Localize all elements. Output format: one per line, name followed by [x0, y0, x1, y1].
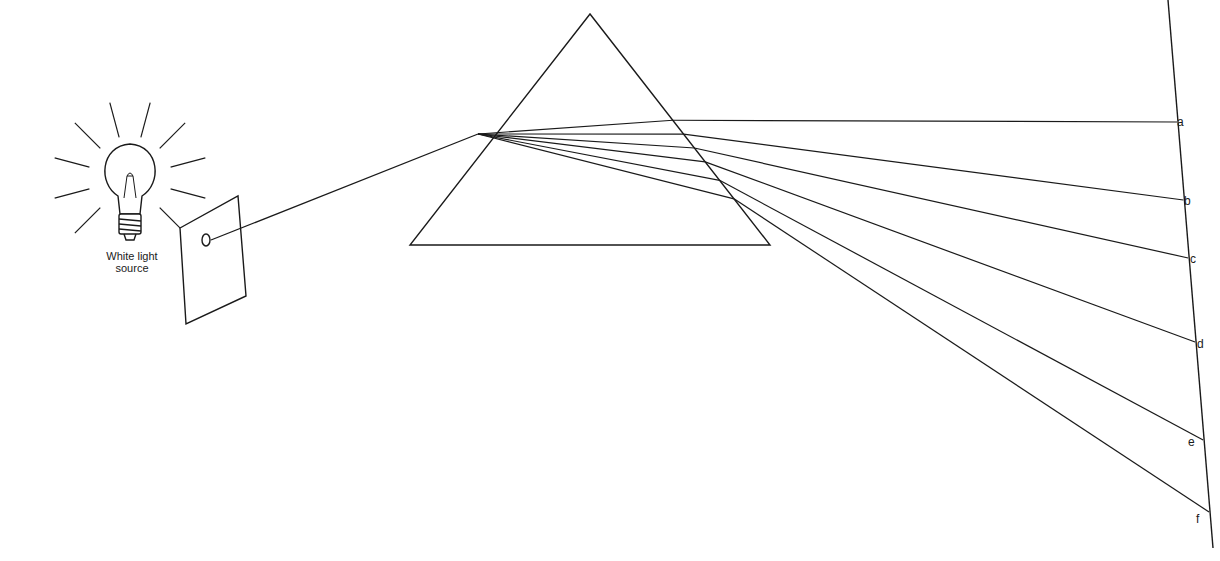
ray-line — [478, 120, 673, 134]
ray-line — [478, 134, 734, 199]
screen-label: c — [1190, 253, 1204, 266]
prism — [410, 14, 770, 245]
spectrum-rays — [478, 120, 1209, 512]
slit-card — [180, 196, 246, 324]
ray-line — [734, 199, 1209, 512]
screen — [1168, 0, 1213, 548]
ray-line — [75, 123, 100, 148]
ray-line — [141, 103, 150, 138]
screen-label: b — [1184, 195, 1198, 208]
ray-line — [171, 189, 206, 198]
ray-line — [478, 134, 720, 180]
light-bulb — [105, 144, 155, 240]
ray-line — [110, 103, 119, 138]
ray-line — [684, 134, 1184, 200]
light-rays — [55, 103, 206, 233]
ray-line — [55, 158, 90, 167]
ray-line — [75, 208, 100, 233]
screen-label: d — [1197, 338, 1211, 351]
screen-label: e — [1188, 436, 1202, 449]
ray-line — [705, 162, 1195, 342]
ray-line — [160, 123, 185, 148]
screen-label: a — [1177, 116, 1191, 129]
ray-line — [478, 133, 684, 134]
ray-line — [171, 158, 206, 167]
ray-line — [694, 148, 1188, 258]
ray-line — [720, 180, 1204, 440]
source-label: White light source — [106, 250, 158, 274]
light-beam — [211, 134, 478, 240]
ray-line — [673, 120, 1177, 122]
ray-line — [55, 189, 90, 198]
ray-line — [478, 134, 705, 162]
ray-line — [478, 134, 694, 148]
screen-label: f — [1196, 513, 1210, 526]
